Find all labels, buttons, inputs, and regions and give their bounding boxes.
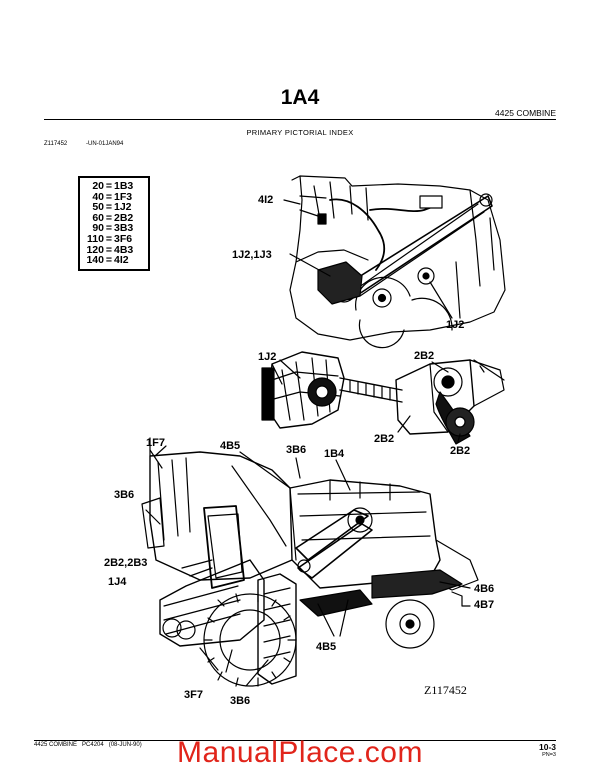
- engine-compartment-illustration: [283, 175, 506, 349]
- callout-4i2: 4I2: [258, 194, 273, 206]
- callout-2b2-2b3: 2B2,2B3: [104, 557, 147, 569]
- legend-row: 90=3B3: [80, 223, 148, 234]
- figure-date: -UN-01JAN94: [86, 141, 124, 147]
- footer-rule: [34, 740, 556, 741]
- drawing-id: Z117452: [424, 683, 467, 697]
- callout-4b7: 4B7: [474, 599, 494, 611]
- legend-row: 120=4B3: [80, 243, 148, 256]
- callout-1j4: 1J4: [108, 576, 127, 588]
- legend-key: 90: [92, 222, 104, 235]
- legend-key: 50: [92, 201, 104, 214]
- callout-3b6: 3B6: [230, 695, 250, 707]
- callout-2b2: 2B2: [374, 433, 394, 445]
- legend-value: 3B3: [114, 222, 134, 235]
- legend-row: 20=1B3: [80, 181, 148, 192]
- footer-doc-info: 4425 COMBINE PC4204 (08-JUN-90): [34, 742, 142, 748]
- callout-2b2: 2B2: [414, 350, 434, 362]
- legend-key: 110: [87, 232, 104, 245]
- legend-value: 1B3: [114, 180, 134, 192]
- legend-key: 20: [92, 180, 104, 192]
- callout-1j2: 1J2: [258, 351, 276, 363]
- footer-page-number: 10-3: [538, 742, 556, 752]
- legend-row: 50=1J2: [80, 202, 148, 213]
- page-reference-legend: 20=1B3 40=1F3 50=1J2 60=2B2 90=3B3 110=3…: [78, 176, 150, 271]
- legend-value: 1J2: [114, 201, 132, 214]
- callout-2b2: 2B2: [450, 445, 470, 457]
- callout-3b6: 3B6: [286, 444, 306, 456]
- legend-value: 2B2: [114, 211, 134, 224]
- callout-3b6: 3B6: [114, 489, 134, 501]
- legend-row: 110=3F6: [80, 234, 148, 245]
- legend-row: 60=2B2: [80, 211, 148, 224]
- drive-gearbox-illustration: [261, 351, 505, 445]
- callout-1f7: 1F7: [146, 437, 165, 449]
- figure-id: Z117452: [44, 141, 68, 147]
- combine-side-illustration: [141, 437, 479, 687]
- legend-value: 4I2: [114, 254, 129, 267]
- watermark: ManualPlace.com: [177, 736, 423, 769]
- section-title: 4425 COMBINE: [495, 108, 556, 118]
- callout-4b5: 4B5: [220, 440, 240, 452]
- legend-key: 120: [86, 243, 104, 256]
- index-title: PRIMARY PICTORIAL INDEX: [246, 128, 354, 137]
- callout-1j2: 1J2: [446, 319, 464, 331]
- legend-key: 40: [92, 190, 104, 203]
- legend-row: 140=4I2: [80, 255, 148, 266]
- header-rule: [44, 119, 556, 120]
- callout-1b4: 1B4: [324, 448, 345, 460]
- callout-4b6: 4B6: [474, 583, 494, 595]
- footer-pn: PN=3: [542, 752, 556, 758]
- legend-key: 60: [92, 211, 104, 224]
- legend-row: 40=1F3: [80, 190, 148, 203]
- legend-key: 140: [86, 254, 104, 267]
- page-number: 1A4: [280, 86, 320, 109]
- callout-1j2-1j3: 1J2,1J3: [232, 249, 272, 261]
- callout-4b5: 4B5: [316, 641, 336, 653]
- callout-3f7: 3F7: [184, 689, 203, 701]
- legend-value: 1F3: [114, 190, 133, 203]
- legend-value: 4B3: [114, 243, 134, 256]
- legend-value: 3F6: [114, 232, 133, 245]
